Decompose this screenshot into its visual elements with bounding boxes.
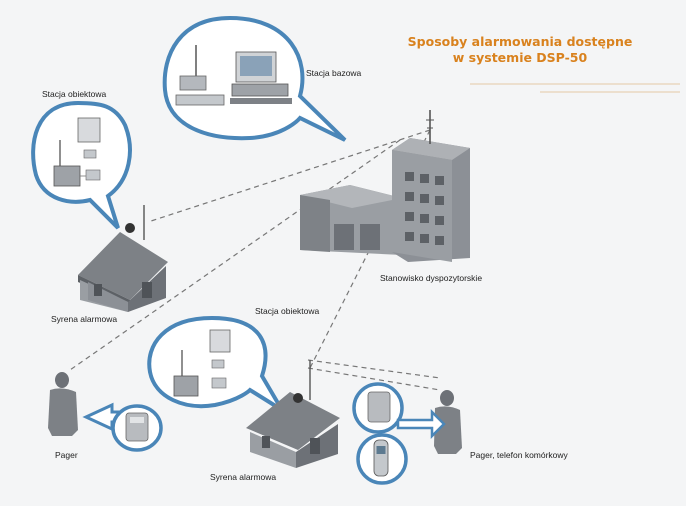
- label-object-station-bottom: Stacja obiektowa: [255, 306, 320, 316]
- object-station-bottom-equipment-icon: [173, 329, 231, 397]
- title-underline-decoration: [470, 83, 680, 93]
- link-house-bottom-to-pager-right: [307, 367, 441, 391]
- pager-phone-right-group: [352, 382, 446, 485]
- object-station-top-equipment-icon: [53, 117, 101, 187]
- label-siren-top: Syrena alarmowa: [51, 314, 118, 324]
- label-siren-bottom: Syrena alarmowa: [210, 472, 277, 482]
- label-dispatch-station: Stanowisko dyspozytorskie: [380, 273, 483, 283]
- link-house-bottom-to-pager-right-2: [307, 359, 441, 379]
- label-base-station: Stacja bazowa: [306, 68, 362, 78]
- person-right-icon: [434, 390, 462, 454]
- house-top-icon: [78, 205, 168, 312]
- siren-bottom-icon: [293, 393, 303, 403]
- base-station-equipment-icon: [175, 45, 292, 106]
- object-station-bottom-bubble: [147, 315, 284, 412]
- label-object-station-top: Stacja obiektowa: [42, 89, 107, 99]
- person-left-icon: [48, 372, 78, 436]
- link-tower-to-pager-left: [69, 139, 401, 371]
- house-bottom-icon: [246, 360, 340, 468]
- title-line-2: w systemie DSP-50: [452, 50, 588, 65]
- object-station-top-bubble: [31, 100, 132, 230]
- dispatch-building-icon: [300, 110, 470, 262]
- label-pager: Pager: [55, 450, 78, 460]
- pager-left-group: [82, 402, 163, 452]
- title-line-1: Sposoby alarmowania dostępne: [407, 34, 633, 49]
- base-station-bubble: [162, 15, 347, 142]
- siren-top-icon: [125, 223, 135, 233]
- diagram-title: Sposoby alarmowania dostępne w systemie …: [405, 34, 635, 66]
- pager-right-icon: [367, 391, 391, 423]
- link-tower-to-house-top: [147, 129, 431, 223]
- radio-links: [69, 129, 441, 391]
- mobile-phone-icon: [373, 439, 389, 477]
- label-pager-phone: Pager, telefon komórkowy: [470, 450, 568, 460]
